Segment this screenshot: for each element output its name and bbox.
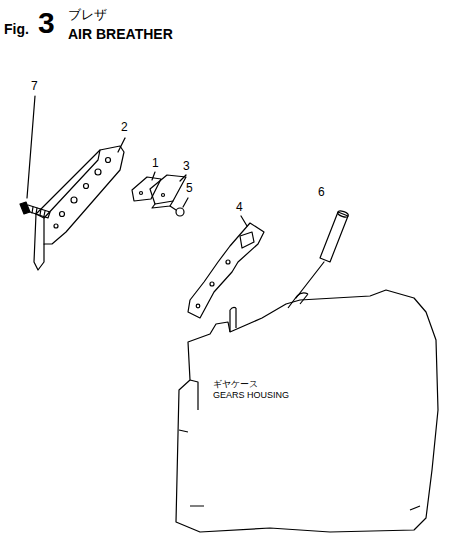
gasket xyxy=(132,177,161,201)
callout-number: 7 xyxy=(31,80,38,93)
figure-title-japanese: ブレザ xyxy=(68,8,107,22)
callout-number: 2 xyxy=(121,121,128,134)
callout-number: 3 xyxy=(183,160,190,173)
housing-outline xyxy=(170,270,445,536)
leader-line xyxy=(152,172,155,180)
callout-number: 5 xyxy=(186,182,193,195)
hose xyxy=(320,210,349,262)
leader-line xyxy=(27,96,35,198)
figure-number: 3 xyxy=(38,6,55,39)
leader-line xyxy=(118,138,125,152)
figure-title: AIR BREATHER xyxy=(68,27,173,42)
gasket xyxy=(188,223,264,318)
callout-number: 4 xyxy=(236,201,243,214)
callout-number: 1 xyxy=(152,157,159,170)
leader-line xyxy=(183,198,188,207)
figure-prefix: Fig. xyxy=(4,22,29,37)
part-name: ギヤケース xyxy=(213,380,258,390)
part-name: GEARS HOUSING xyxy=(213,391,289,401)
leader-line xyxy=(296,262,324,298)
callout-number: 6 xyxy=(318,186,325,199)
plate xyxy=(150,175,186,204)
screw xyxy=(170,206,184,216)
bracket xyxy=(34,146,124,270)
leader-line xyxy=(180,175,186,181)
gear-housing: ギヤケースGEARS HOUSING xyxy=(170,270,445,536)
leader-line xyxy=(241,216,247,226)
